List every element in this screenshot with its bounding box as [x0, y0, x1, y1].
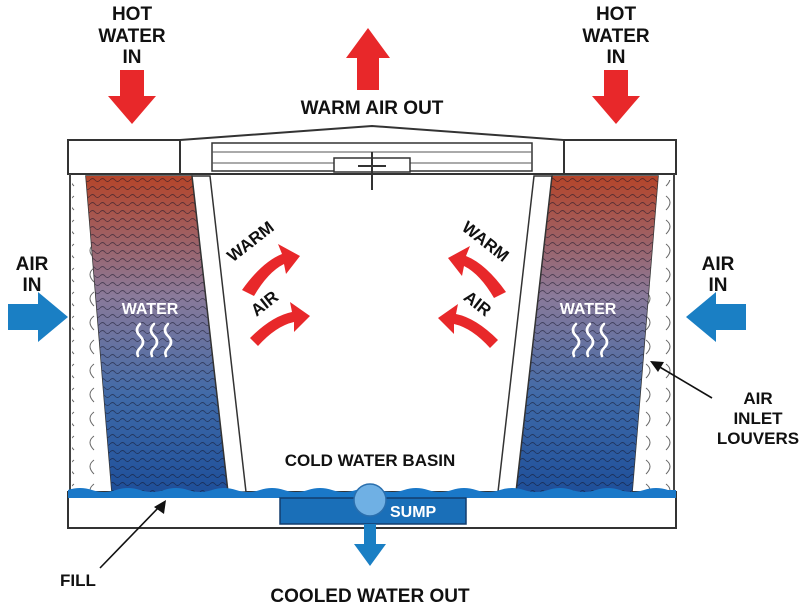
hot-water-in-label-right: HOT WATER IN — [582, 4, 649, 68]
warm-air-out-label: WARM AIR OUT — [301, 98, 444, 119]
hot-water-in-left-line-2: WATER — [98, 26, 165, 47]
hot-water-in-left-line-1: HOT — [112, 4, 153, 25]
warm-air-arrow-right-upper — [448, 246, 506, 298]
sump-label: SUMP — [390, 504, 437, 521]
water-label-right: WATER — [560, 301, 617, 318]
warm-air-arrow-left-lower — [250, 302, 310, 346]
fill-right — [497, 175, 659, 493]
hot-water-in-label-left: HOT WATER IN — [98, 4, 165, 68]
top-deck-left — [67, 139, 181, 175]
warm-label-left: WARM — [224, 218, 278, 266]
air-inlet-louvers-line-2: INLET — [733, 409, 783, 428]
air-in-arrow-left — [8, 292, 68, 342]
air-inlet-louvers-line-1: AIR — [743, 389, 772, 408]
fill-left — [85, 175, 247, 493]
air-in-left-line-1: AIR — [16, 254, 49, 275]
air-in-label-right: AIR IN — [702, 254, 735, 296]
warm-air-arrow-left-upper — [242, 244, 300, 296]
basin-water — [68, 483, 676, 525]
hot-water-in-left-line-3: IN — [123, 47, 142, 68]
hot-water-in-right-line-1: HOT — [596, 4, 637, 25]
cooled-water-out-arrow — [354, 524, 386, 566]
arrows — [8, 28, 746, 566]
top-deck-right — [563, 139, 677, 175]
air-in-right-line-2: IN — [709, 275, 728, 296]
air-in-left-line-2: IN — [23, 275, 42, 296]
cold-water-basin-label: COLD WATER BASIN — [285, 451, 456, 470]
air-inlet-louvers-line-3: LOUVERS — [717, 429, 799, 448]
fill-label: FILL — [60, 571, 96, 590]
leader-lines — [99, 361, 713, 569]
cooled-water-out-label: COOLED WATER OUT — [270, 586, 470, 607]
warm-air-out-arrow — [346, 28, 390, 90]
sump-drain — [353, 483, 387, 517]
water-flow-squiggles — [135, 322, 609, 358]
water-label-left: WATER — [122, 301, 179, 318]
tower-structure — [67, 124, 677, 529]
hot-water-in-arrow-right — [592, 70, 640, 124]
warm-air-arrow-right-lower — [438, 304, 498, 348]
air-label-right: AIR — [460, 287, 495, 320]
hot-water-in-right-line-2: WATER — [582, 26, 649, 47]
hot-water-in-right-line-3: IN — [607, 47, 626, 68]
air-in-arrow-right — [686, 292, 746, 342]
air-in-label-left: AIR IN — [16, 254, 49, 296]
air-inlet-louvers-label: AIR INLET LOUVERS — [717, 389, 799, 448]
air-in-right-line-1: AIR — [702, 254, 735, 275]
hot-water-in-arrow-left — [108, 70, 156, 124]
